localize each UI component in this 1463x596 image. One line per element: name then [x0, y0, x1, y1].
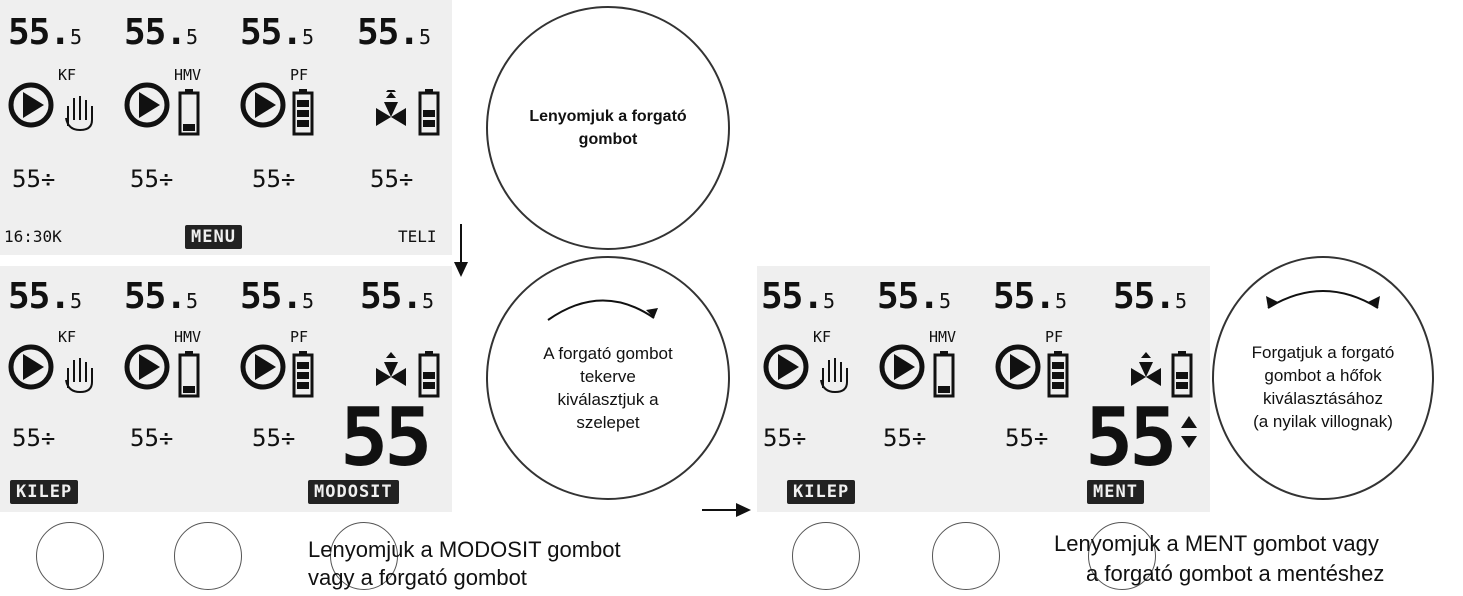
hand-manual-icon — [820, 358, 848, 394]
caption-modosit-line-2: vagy a forgató gombot — [308, 565, 527, 590]
kilep-button[interactable] — [792, 522, 860, 590]
bubble-press-knob-text: Lenyomjuk a forgató gombot — [529, 108, 687, 148]
menu-softkey[interactable]: MENU — [185, 225, 242, 249]
battery-icon — [1171, 351, 1193, 398]
temp-readout-3: 55.5 — [240, 12, 315, 53]
battery-icon — [178, 89, 200, 136]
clock: 16:30K — [4, 227, 62, 246]
label-kf: KF — [58, 328, 77, 346]
pump-icon — [124, 344, 170, 390]
temp-readout-4: 55.5 — [360, 276, 435, 317]
selected-setpoint-large: 55 — [340, 391, 432, 484]
kilep-softkey[interactable]: KILEP — [10, 480, 79, 504]
hand-manual-icon — [65, 96, 93, 132]
editing-setpoint-large: 55 — [1085, 391, 1177, 484]
hand-manual-icon — [65, 358, 93, 394]
pump-icon — [879, 344, 925, 390]
caption-modosit-line-1: Lenyomjuk a MODOSIT gombot — [308, 537, 621, 562]
pump-icon — [763, 344, 809, 390]
modosit-softkey[interactable]: MODOSIT — [308, 480, 399, 504]
caption-ment-line-1: Lenyomjuk a MENT gombot vagy — [1054, 531, 1379, 556]
setpoint-3: 55÷ — [1005, 424, 1049, 452]
lcd-screen-edit: 55.5 55.5 55.5 55.5 KF HMV PF 55÷ 55÷ 55… — [757, 266, 1210, 512]
lcd-screen-main: 55.5 55.5 55.5 55.5 KF HMV PF 55÷ 55÷ 55… — [0, 0, 452, 255]
bubble-turn-select-line-2: tekerve — [580, 367, 636, 386]
label-kf: KF — [58, 66, 77, 84]
temp-readout-1: 55.5 — [761, 276, 836, 317]
season-mode: TELI — [398, 227, 437, 246]
bubble-turn-select: A forgató gombot tekerve kiválasztjuk a … — [486, 256, 730, 500]
setpoint-1: 55÷ — [763, 424, 807, 452]
pump-icon — [995, 344, 1041, 390]
valve-icon — [1131, 352, 1161, 386]
setpoint-3: 55÷ — [252, 424, 296, 452]
temp-readout-1: 55.5 — [8, 12, 83, 53]
valve-icon — [376, 90, 406, 126]
rotate-arrow-icon — [547, 299, 658, 321]
setpoint-4: 55÷ — [370, 165, 414, 193]
temp-readout-4: 55.5 — [1113, 276, 1188, 317]
battery-icon — [292, 351, 314, 398]
lcd-screen-select: 55.5 55.5 55.5 55.5 KF HMV PF 55÷ 55÷ 55… — [0, 266, 452, 512]
label-hmv: HMV — [174, 66, 202, 84]
label-kf: KF — [813, 328, 832, 346]
label-hmv: HMV — [174, 328, 202, 346]
bubble-press-knob: Lenyomjuk a forgató gombot — [486, 6, 730, 250]
battery-icon — [418, 89, 440, 136]
arrow-right-icon — [702, 503, 751, 517]
bubble-turn-temp: Forgatjuk a forgató gombot a hőfok kivál… — [1212, 256, 1434, 500]
setpoint-1: 55÷ — [12, 424, 56, 452]
battery-icon — [418, 351, 440, 398]
bubble-turn-temp-line-2: gombot a hőfok — [1264, 366, 1382, 385]
kilep-button[interactable] — [36, 522, 104, 590]
pump-icon — [124, 82, 170, 128]
temp-readout-3: 55.5 — [240, 276, 315, 317]
softkey-button-2[interactable] — [932, 522, 1000, 590]
setpoint-1: 55÷ — [12, 165, 56, 193]
battery-icon — [178, 351, 200, 398]
pump-icon — [8, 344, 54, 390]
arrow-down-icon — [454, 224, 468, 277]
temp-readout-2: 55.5 — [877, 276, 952, 317]
pump-icon — [240, 82, 286, 128]
temp-readout-2: 55.5 — [124, 276, 199, 317]
valve-icon — [376, 352, 406, 386]
setpoint-3: 55÷ — [252, 165, 296, 193]
up-down-arrows-icon — [1181, 416, 1197, 448]
bubble-turn-temp-line-4: (a nyilak villognak) — [1253, 412, 1393, 431]
ment-softkey[interactable]: MENT — [1087, 480, 1144, 504]
battery-icon — [933, 351, 955, 398]
bubble-turn-temp-line-3: kiválasztásához — [1262, 389, 1383, 408]
modosit-button[interactable] — [330, 522, 398, 590]
pump-icon — [240, 344, 286, 390]
temp-readout-4: 55.5 — [357, 12, 432, 53]
caption-ment-line-2: a forgató gombot a mentéshez — [1086, 561, 1385, 586]
softkey-button-2[interactable] — [174, 522, 242, 590]
kilep-softkey[interactable]: KILEP — [787, 480, 856, 504]
label-pf: PF — [290, 66, 309, 84]
setpoint-2: 55÷ — [883, 424, 927, 452]
label-hmv: HMV — [929, 328, 957, 346]
temp-readout-3: 55.5 — [993, 276, 1068, 317]
temp-readout-2: 55.5 — [124, 12, 199, 53]
rotate-arrow-icon — [1266, 290, 1380, 309]
setpoint-2: 55÷ — [130, 165, 174, 193]
pump-icon — [8, 82, 54, 128]
setpoint-2: 55÷ — [130, 424, 174, 452]
bubble-turn-select-line-1: A forgató gombot — [543, 344, 673, 363]
label-pf: PF — [290, 328, 309, 346]
bubble-turn-temp-line-1: Forgatjuk a forgató — [1251, 343, 1395, 362]
battery-icon — [1047, 351, 1069, 398]
label-pf: PF — [1045, 328, 1064, 346]
bubble-turn-select-line-4: szelepet — [576, 413, 640, 432]
battery-icon — [292, 89, 314, 136]
bubble-turn-select-line-3: kiválasztjuk a — [557, 390, 659, 409]
ment-button[interactable] — [1088, 522, 1156, 590]
temp-readout-1: 55.5 — [8, 276, 83, 317]
